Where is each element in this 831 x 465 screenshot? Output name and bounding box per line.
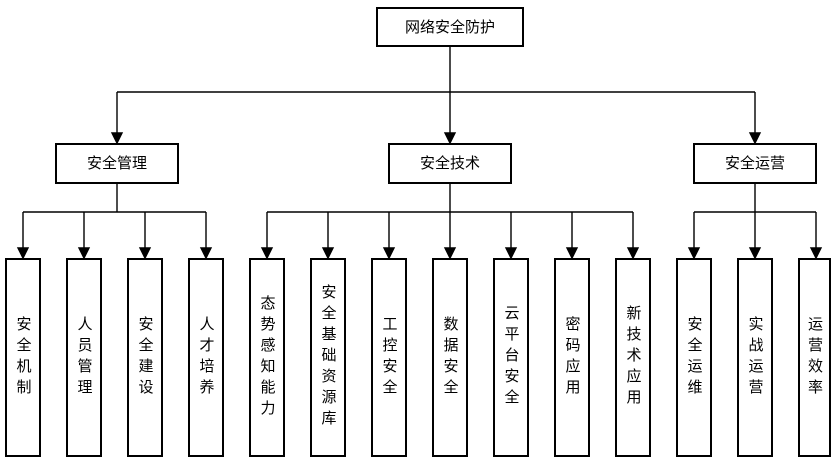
node-label: 安全机制 xyxy=(14,315,32,400)
node-label: 安全基础资源库 xyxy=(319,284,337,431)
arrowhead xyxy=(748,247,762,260)
arrowhead xyxy=(809,247,823,260)
arrowhead xyxy=(110,132,124,145)
arrowhead xyxy=(443,247,457,260)
node-label: 密码应用 xyxy=(563,315,581,400)
node-label: 安全技术 xyxy=(419,155,480,172)
node-practical-operations: 实战运营 xyxy=(737,258,773,457)
node-data-security: 数据安全 xyxy=(432,258,468,457)
arrowhead xyxy=(748,132,762,145)
node-label: 安全运营 xyxy=(724,155,785,172)
node-operation-efficiency: 运营效率 xyxy=(798,258,831,457)
node-network-security-protection: 网络安全防护 xyxy=(376,7,524,47)
arrowhead xyxy=(199,247,213,260)
node-security-construction: 安全建设 xyxy=(127,258,163,457)
node-situation-awareness-capability: 态势感知能力 xyxy=(249,258,285,457)
node-label: 工控安全 xyxy=(380,315,398,400)
node-security-operations: 安全运营 xyxy=(693,143,817,184)
node-security-technology: 安全技术 xyxy=(388,143,512,184)
node-label: 数据安全 xyxy=(441,315,459,400)
node-label: 安全建设 xyxy=(136,315,154,400)
node-label: 安全管理 xyxy=(86,155,147,172)
arrowhead xyxy=(321,247,335,260)
arrowhead xyxy=(443,132,457,145)
node-security-management: 安全管理 xyxy=(55,143,179,184)
arrowhead xyxy=(260,247,274,260)
node-label: 安全运维 xyxy=(685,315,703,400)
arrowhead xyxy=(626,247,640,260)
arrowhead xyxy=(687,247,701,260)
node-cryptography-application: 密码应用 xyxy=(554,258,590,457)
arrowhead xyxy=(77,247,91,260)
node-security-basic-resource-base: 安全基础资源库 xyxy=(310,258,346,457)
node-label: 态势感知能力 xyxy=(258,294,276,421)
arrowhead xyxy=(382,247,396,260)
node-label: 人员管理 xyxy=(75,315,93,400)
arrowhead xyxy=(504,247,518,260)
node-label: 运营效率 xyxy=(806,315,823,400)
node-label: 新技术应用 xyxy=(624,305,642,410)
node-personnel-management: 人员管理 xyxy=(66,258,102,457)
node-security-mechanism: 安全机制 xyxy=(5,258,41,457)
node-security-ops-maintenance: 安全运维 xyxy=(676,258,712,457)
arrowhead xyxy=(565,247,579,260)
arrowhead xyxy=(16,247,30,260)
node-cloud-platform-security: 云平台安全 xyxy=(493,258,529,457)
node-label: 网络安全防护 xyxy=(404,18,495,36)
node-new-technology-application: 新技术应用 xyxy=(615,258,651,457)
node-label: 云平台安全 xyxy=(502,305,520,410)
node-label: 人才培养 xyxy=(197,315,215,400)
arrowhead xyxy=(138,247,152,260)
node-industrial-control-security: 工控安全 xyxy=(371,258,407,457)
node-talent-cultivation: 人才培养 xyxy=(188,258,224,457)
node-label: 实战运营 xyxy=(746,315,764,400)
